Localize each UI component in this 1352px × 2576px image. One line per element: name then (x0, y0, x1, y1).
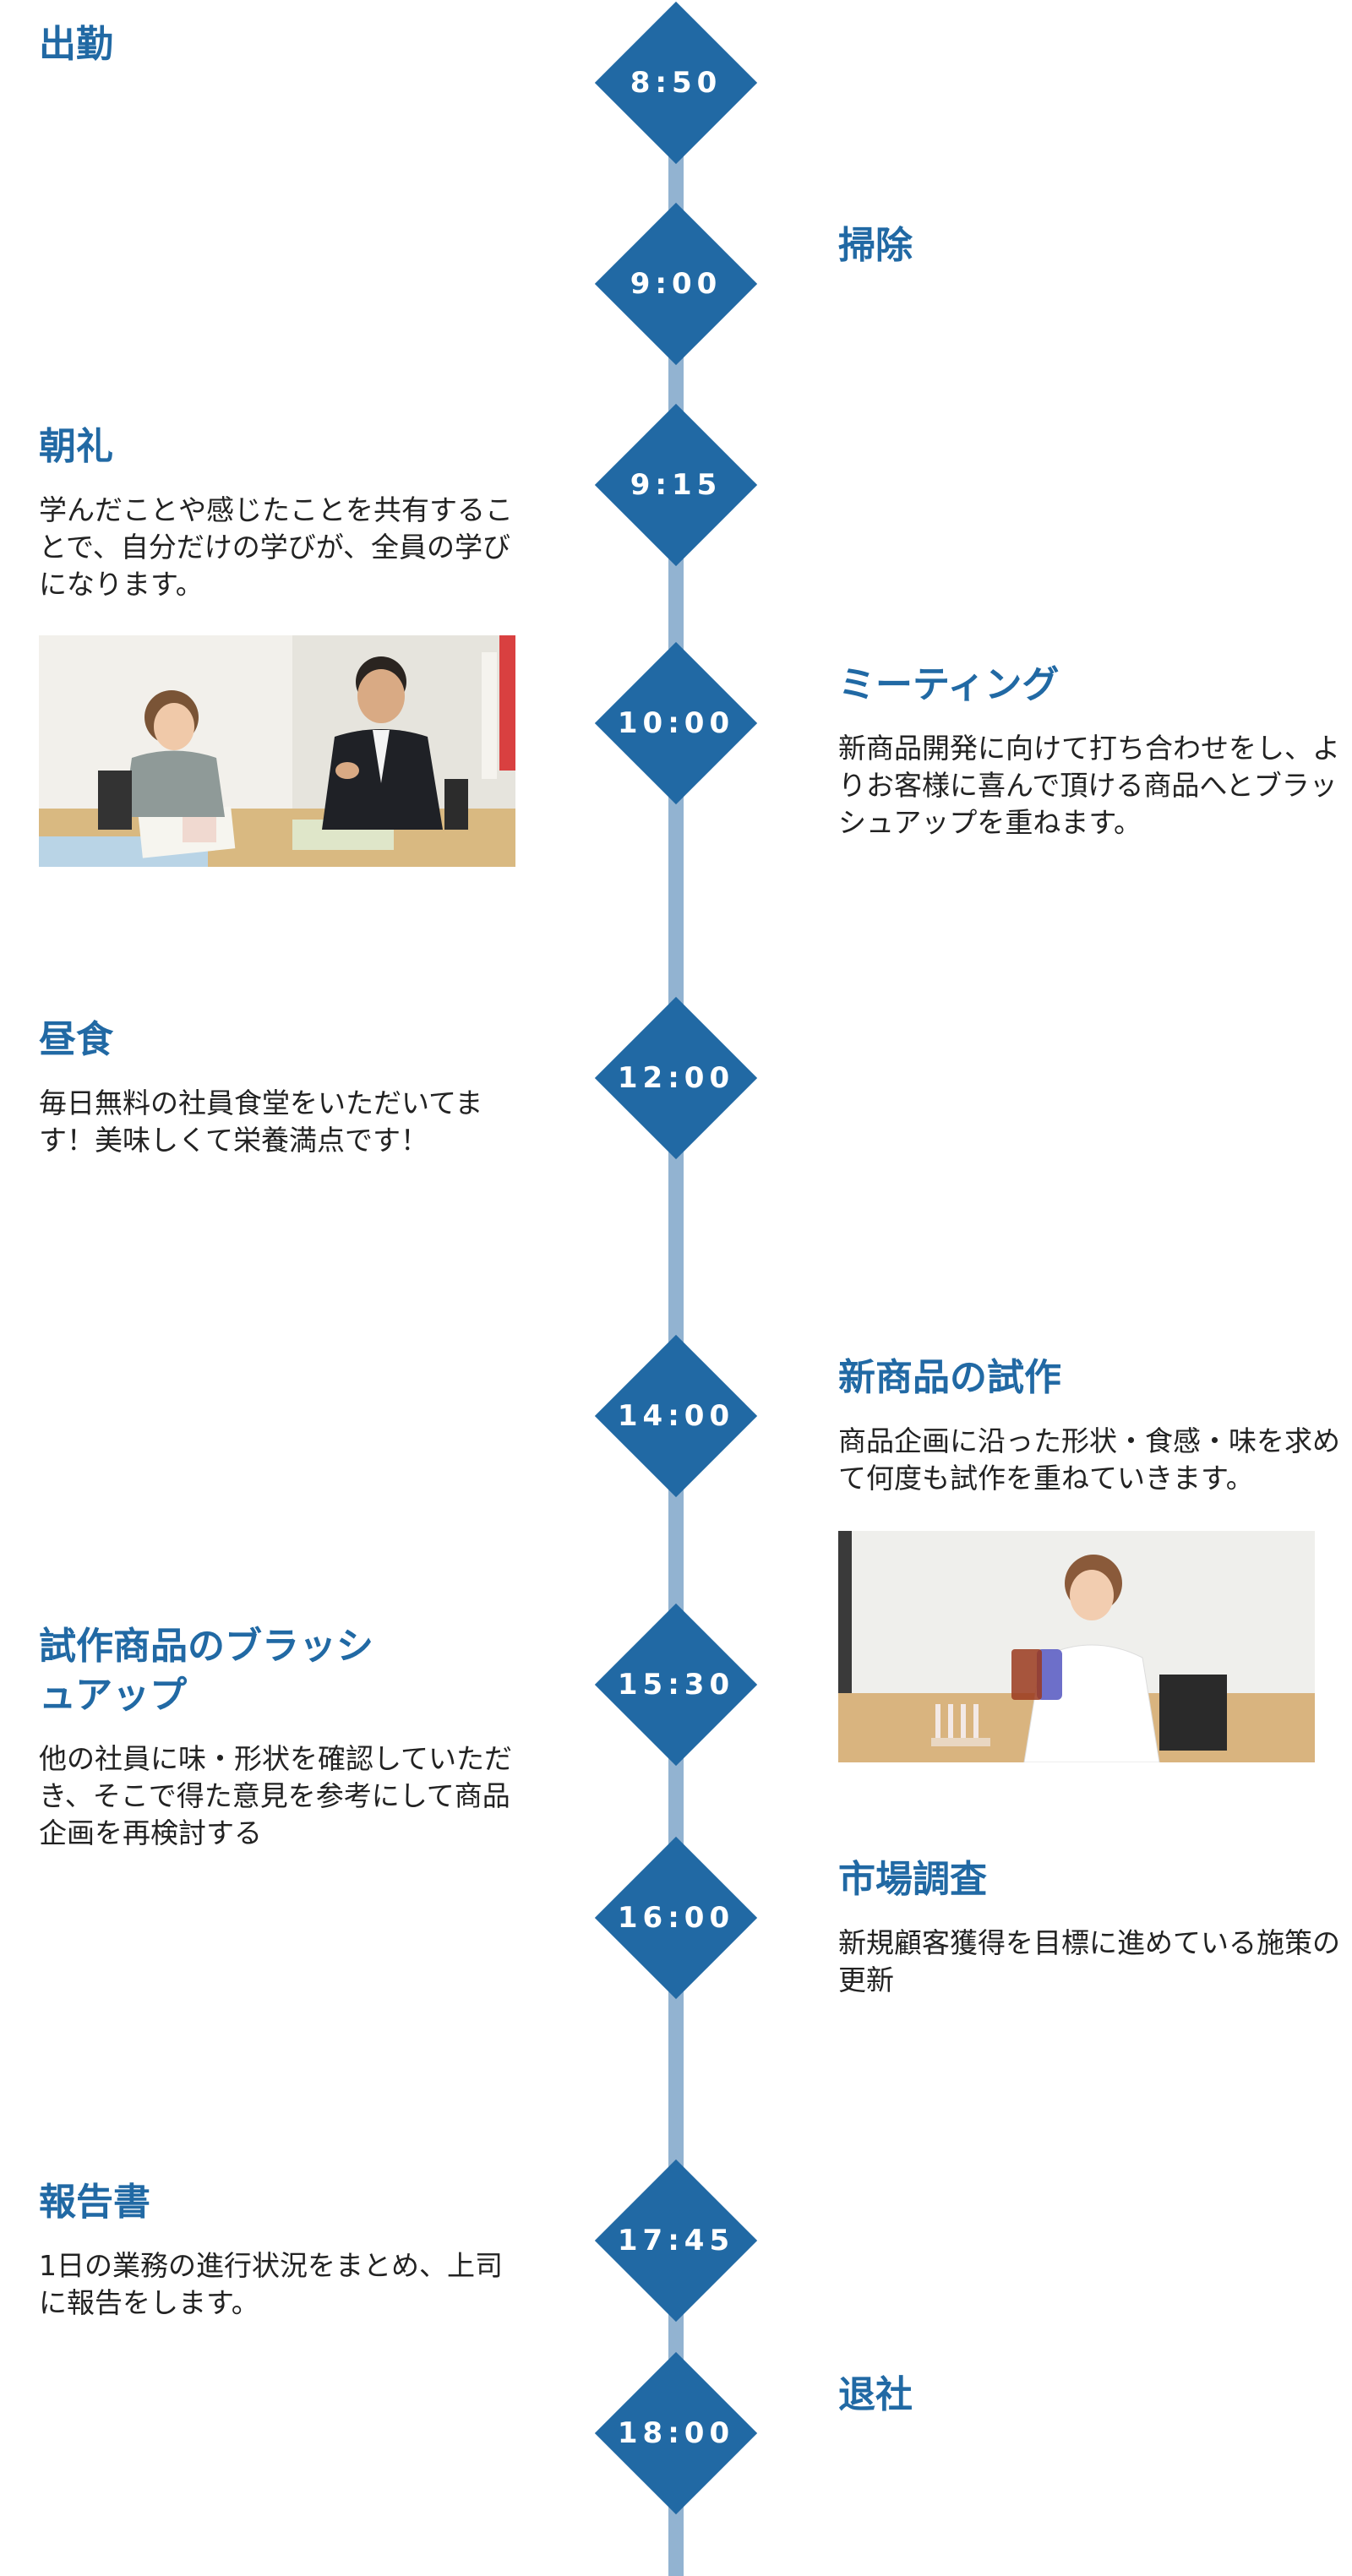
event-description: 1日の業務の進行状況をまとめ、上司に報告をします。 (39, 2249, 503, 2319)
time-label: 10:00 (617, 706, 735, 740)
event-arrival: 出勤 (39, 20, 529, 69)
event-cleaning: 掃除 (838, 221, 1345, 270)
time-marker-1530: 15:30 (594, 1603, 758, 1767)
event-title: 市場調査 (838, 1858, 987, 1901)
time-label: 18:00 (617, 2416, 735, 2450)
event-meeting: ミーティング 新商品開発に向けて打ち合わせをし、よりお客様に喜んで頂ける商品へと… (838, 661, 1345, 841)
event-description: 毎日無料の社員食堂をいただいてます！美味しくて栄養満点です！ (39, 1086, 483, 1157)
event-report: 報告書 1日の業務の進行状況をまとめ、上司に報告をします。 (39, 2178, 521, 2322)
time-label: 12:00 (617, 1061, 735, 1095)
prototype-photo (838, 1531, 1315, 1762)
time-label: 16:00 (617, 1901, 735, 1935)
event-brushup: 試作商品のブラッシュアップ 他の社員に味・形状を確認していただき、そこで得た意見… (39, 1622, 529, 1852)
event-title: 試作商品のブラッシュアップ (39, 1625, 373, 1717)
time-label: 9:15 (630, 468, 722, 502)
time-label: 15:30 (617, 1668, 735, 1702)
time-marker-0900: 9:00 (594, 202, 758, 366)
time-marker-1400: 14:00 (594, 1334, 758, 1498)
time-marker-1000: 10:00 (594, 641, 758, 805)
time-label: 17:45 (617, 2224, 735, 2257)
event-title: 新商品の試作 (838, 1356, 1061, 1399)
event-title: 朝礼 (39, 425, 113, 468)
time-marker-0915: 9:15 (594, 403, 758, 567)
event-morning-meeting: 朝礼 学んだことや感じたことを共有することで、自分だけの学びが、全員の学びになり… (39, 422, 537, 603)
time-marker-1200: 12:00 (594, 996, 758, 1160)
time-marker-1745: 17:45 (594, 2159, 758, 2323)
event-lunch: 昼食 毎日無料の社員食堂をいただいてます！美味しくて栄養満点です！ (39, 1016, 529, 1159)
event-title: 掃除 (838, 224, 913, 267)
event-title: 報告書 (39, 2181, 150, 2224)
time-marker-0850: 8:50 (594, 1, 758, 165)
event-title: 出勤 (39, 23, 113, 66)
meeting-photo (39, 635, 515, 867)
event-leave: 退社 (838, 2371, 1345, 2420)
event-description: 学んだことや感じたことを共有することで、自分だけの学びが、全員の学びになります。 (39, 493, 513, 601)
event-description: 他の社員に味・形状を確認していただき、そこで得た意見を参考にして商品企画を再検討… (39, 1742, 513, 1849)
event-description: 商品企画に沿った形状・食感・味を求めて何度も試作を重ねていきます。 (838, 1424, 1340, 1495)
time-label: 14:00 (617, 1399, 735, 1433)
event-market-research: 市場調査 新規顧客獲得を目標に進めている施策の更新 (838, 1855, 1345, 1999)
time-label: 9:00 (630, 267, 722, 301)
event-title: ミーティング (838, 663, 1060, 706)
event-description: 新規顧客獲得を目標に進めている施策の更新 (838, 1926, 1340, 1996)
time-marker-1600: 16:00 (594, 1836, 758, 2000)
time-label: 8:50 (630, 66, 722, 100)
time-marker-1800: 18:00 (594, 2351, 758, 2515)
event-title: 昼食 (39, 1018, 113, 1061)
event-title: 退社 (838, 2373, 913, 2416)
event-prototype: 新商品の試作 商品企画に沿った形状・食感・味を求めて何度も試作を重ねていきます。 (838, 1353, 1345, 1497)
event-description: 新商品開発に向けて打ち合わせをし、よりお客様に喜んで頂ける商品へとブラッシュアッ… (838, 732, 1340, 839)
